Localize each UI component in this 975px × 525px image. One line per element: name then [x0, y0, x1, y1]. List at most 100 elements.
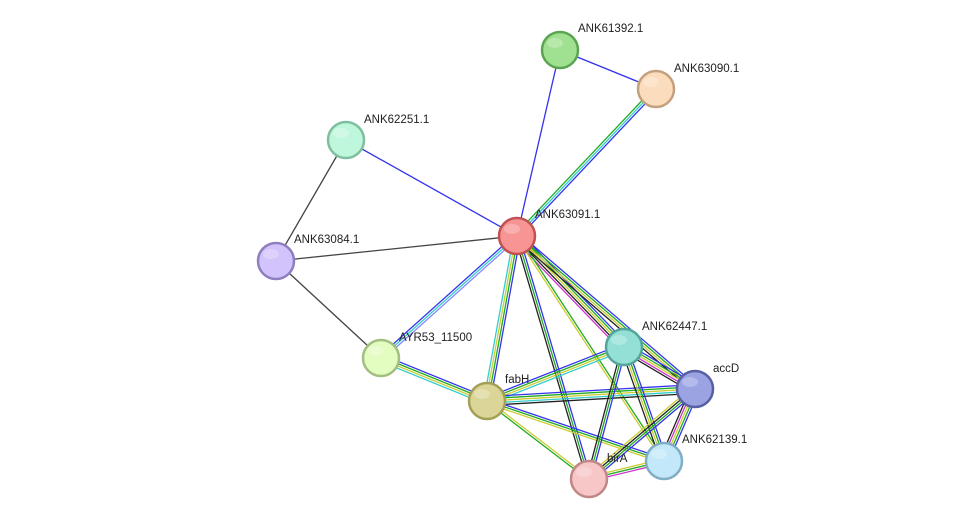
node-highlight: [651, 449, 667, 459]
node-AYR53[interactable]: AYR53_11500: [361, 332, 472, 378]
node-ANK63091[interactable]: ANK63091.1: [497, 209, 600, 256]
edge-accD-birA: [586, 385, 698, 483]
edge-line: [590, 347, 627, 480]
node-ANK62447[interactable]: ANK62447.1: [604, 321, 707, 367]
edge-line: [624, 346, 666, 461]
edge-line: [486, 400, 665, 462]
node-ANK61392[interactable]: ANK61392.1: [540, 23, 643, 70]
node-label: ANK61392.1: [578, 23, 643, 35]
edge-line: [487, 398, 665, 460]
node-label: ANK62251.1: [364, 114, 429, 126]
edge-line: [487, 390, 696, 404]
edge-ANK62447-birA: [586, 346, 627, 480]
node-circle[interactable]: [540, 30, 580, 70]
node-circle[interactable]: [256, 241, 296, 281]
edge-line: [486, 383, 695, 398]
node-highlight: [643, 77, 659, 87]
edge-fabH-birA: [485, 399, 591, 481]
node-highlight: [547, 38, 563, 48]
edge-line: [485, 235, 517, 401]
node-circle[interactable]: [644, 441, 684, 481]
edge-line: [275, 235, 518, 262]
edge-ANK63091-fabH: [483, 235, 521, 402]
edge-line: [487, 392, 696, 407]
node-highlight: [368, 346, 384, 356]
node-accD[interactable]: accD: [675, 363, 739, 409]
edge-line: [486, 386, 695, 400]
edge-line: [518, 90, 659, 238]
edge-fabH-accD: [486, 383, 696, 407]
edge-line: [590, 391, 698, 483]
node-ANK62139[interactable]: ANK62139.1: [644, 434, 747, 481]
node-label: accD: [713, 363, 739, 375]
edge-fabH-ANK62139: [486, 398, 665, 464]
edge-line: [517, 235, 666, 461]
edge-line: [589, 389, 697, 481]
node-ANK63084[interactable]: ANK63084.1: [256, 234, 359, 281]
node-circle[interactable]: [636, 69, 676, 109]
edge-line: [486, 402, 664, 464]
node-highlight: [474, 389, 490, 399]
edge-ANK61392-ANK63091: [516, 49, 561, 237]
edge-ANK63084-AYR53: [275, 260, 382, 359]
node-circle[interactable]: [497, 216, 537, 256]
edge-line: [483, 235, 515, 401]
node-circle[interactable]: [326, 120, 366, 160]
node-label: birA: [607, 453, 628, 465]
edge-line: [379, 360, 487, 405]
edge-line: [514, 87, 655, 235]
node-label: ANK62447.1: [642, 321, 707, 333]
node-ANK63090[interactable]: ANK63090.1: [636, 63, 739, 109]
node-circle[interactable]: [604, 327, 644, 367]
edge-line: [588, 346, 625, 480]
edge-line: [518, 234, 627, 346]
edge-line: [486, 345, 624, 401]
edge-ANK63091-accD: [514, 233, 698, 392]
edge-ANK63091-ANK62139: [515, 235, 666, 462]
node-birA[interactable]: birA: [569, 453, 628, 499]
edge-line: [379, 233, 516, 357]
edge-line: [514, 237, 623, 349]
edge-line: [275, 260, 382, 359]
edge-line: [586, 385, 694, 477]
node-label: ANK63084.1: [294, 234, 359, 246]
edge-line: [515, 236, 664, 462]
edge-ANK62447-ANK62139: [620, 345, 668, 463]
edge-line: [489, 236, 521, 402]
edge-line: [380, 235, 518, 359]
edge-line: [516, 88, 657, 237]
edge-line: [382, 237, 519, 361]
edge-line: [486, 388, 696, 402]
edge-line: [487, 399, 591, 479]
node-fabH[interactable]: fabH: [467, 374, 529, 421]
node-circle[interactable]: [361, 338, 401, 378]
node-circle[interactable]: [467, 381, 507, 421]
edge-line: [516, 235, 625, 348]
node-highlight: [333, 128, 349, 138]
edge-line: [517, 234, 697, 389]
node-circle[interactable]: [569, 459, 609, 499]
edge-line: [345, 139, 518, 237]
edge-line: [513, 238, 622, 351]
node-highlight: [611, 335, 627, 345]
edge-ANK63091-birA: [514, 235, 592, 480]
edge-line: [518, 235, 592, 479]
node-ANK62251[interactable]: ANK62251.1: [326, 114, 429, 160]
edge-line: [518, 233, 698, 387]
edge-line: [485, 343, 624, 399]
edge-ANK62251-ANK63091: [345, 139, 518, 237]
edge-line: [622, 347, 664, 462]
node-label: ANK63091.1: [535, 209, 600, 221]
edge-line: [487, 347, 625, 403]
edge-ANK63090-ANK63091: [514, 87, 659, 238]
edge-AYR53-ANK63091: [379, 233, 519, 361]
node-highlight: [576, 467, 592, 477]
node-circle[interactable]: [675, 369, 715, 409]
edge-ANK63084-ANK63091: [275, 235, 518, 262]
edge-line: [485, 401, 589, 481]
node-label: AYR53_11500: [399, 332, 472, 344]
nodes-layer: ANK61392.1ANK63090.1ANK62251.1ANK63091.1…: [256, 23, 747, 499]
edge-line: [626, 345, 668, 461]
edge-line: [620, 347, 662, 463]
